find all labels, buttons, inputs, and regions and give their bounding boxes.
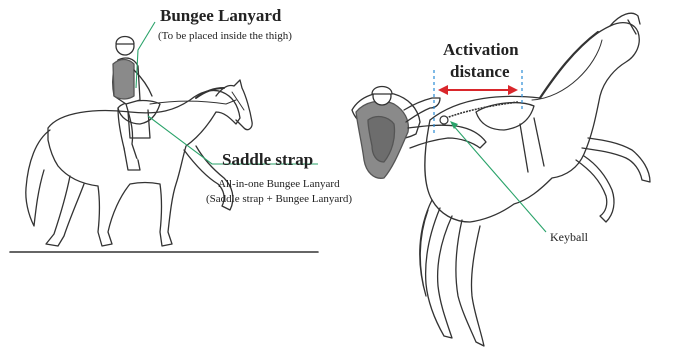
right-horse-mane: [540, 32, 598, 98]
left-rider-helmet: [116, 37, 134, 45]
activation-arrowhead-left: [438, 85, 448, 95]
left-horse-tail: [26, 130, 50, 226]
keyball-label: Keyball: [550, 230, 588, 245]
allinone-note-line2: (Saddle strap + Bungee Lanyard): [206, 193, 352, 206]
keyball-leader-line: [452, 124, 546, 232]
activation-annotation: [434, 70, 546, 232]
right-horse-front-leg: [582, 138, 650, 182]
left-leader-lines: [136, 22, 318, 164]
right-horse-front-leg-2: [576, 156, 614, 222]
right-rider-leg: [408, 125, 486, 148]
left-horse-body: [48, 90, 240, 246]
right-rider-helmet: [372, 87, 392, 95]
right-saddle-girth: [520, 118, 544, 172]
activation-distance-line2: distance: [450, 62, 510, 82]
activation-arrowhead-right: [508, 85, 518, 95]
left-rider-vest: [113, 60, 134, 100]
left-horse-rider-illustration: [10, 37, 318, 253]
activation-distance-line1: Activation: [443, 40, 519, 60]
keyball-circle: [440, 116, 448, 124]
left-horse-hind-leg: [46, 176, 84, 246]
right-horse-hind-leg: [456, 220, 484, 346]
bungee-lanyard-title: Bungee Lanyard: [160, 6, 281, 26]
right-horse-hind-leg-2: [426, 208, 452, 338]
allinone-note-line1: All-in-one Bungee Lanyard: [218, 178, 340, 191]
bungee-lanyard-subtitle: (To be placed inside the thigh): [158, 30, 292, 42]
right-bridle: [532, 40, 602, 100]
saddle-strap-title: Saddle strap: [222, 150, 313, 170]
